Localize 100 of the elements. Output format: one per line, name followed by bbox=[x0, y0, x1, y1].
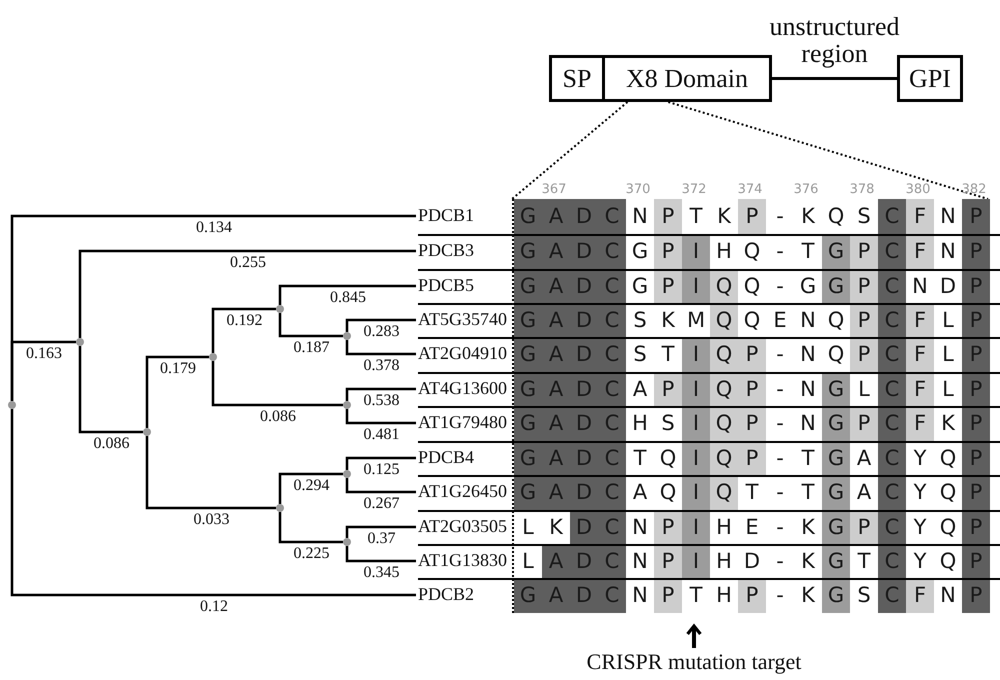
residue-cell: P bbox=[654, 578, 682, 613]
residue-cell: C bbox=[878, 544, 906, 579]
tree-branch bbox=[278, 284, 416, 305]
tree-branch bbox=[346, 546, 416, 562]
tree-branch bbox=[278, 313, 343, 338]
residue-cell: Q bbox=[710, 372, 738, 407]
tree-branch bbox=[346, 526, 416, 538]
residue-cell: G bbox=[514, 372, 542, 407]
branch-node-dot bbox=[343, 401, 351, 409]
residue-cell: C bbox=[878, 510, 906, 545]
tree-branch bbox=[10, 340, 76, 401]
residue-cell: D bbox=[570, 510, 598, 545]
residue-cell: G bbox=[514, 475, 542, 510]
zoom-guide-line bbox=[668, 101, 988, 200]
residue-cell: C bbox=[598, 199, 626, 234]
branch-length-label: 0.378 bbox=[362, 357, 400, 375]
residue-cell: P bbox=[962, 234, 990, 269]
position-number: 376 bbox=[792, 182, 820, 197]
residue-cell: D bbox=[570, 269, 598, 304]
arrow bbox=[686, 624, 702, 648]
residue-cell: P bbox=[962, 578, 990, 613]
tree-branch bbox=[212, 361, 343, 406]
branch-length-label: 0.345 bbox=[362, 564, 400, 582]
tree-branch bbox=[346, 456, 416, 470]
branch-length-label: 0.033 bbox=[192, 511, 230, 529]
residue-cell: D bbox=[570, 544, 598, 579]
residue-cell: P bbox=[654, 199, 682, 234]
residue-cell: P bbox=[962, 406, 990, 441]
branch-node-dot bbox=[276, 504, 284, 512]
residue-cell: G bbox=[822, 372, 850, 407]
branch-length-label: 0.192 bbox=[226, 312, 264, 330]
residue-cell: I bbox=[682, 372, 710, 407]
alignment-panel bbox=[512, 199, 988, 613]
residue-cell: G bbox=[822, 234, 850, 269]
position-number: 367 bbox=[540, 182, 568, 197]
residue-cell: G bbox=[822, 406, 850, 441]
residue-cell: P bbox=[962, 510, 990, 545]
branch-length-label: 0.086 bbox=[92, 435, 130, 453]
residue-cell: F bbox=[906, 199, 934, 234]
residue-cell: C bbox=[878, 234, 906, 269]
residue-cell: C bbox=[878, 475, 906, 510]
residue-cell: Q bbox=[710, 269, 738, 304]
tree-branch bbox=[346, 388, 416, 401]
residue-cell: A bbox=[542, 199, 570, 234]
residue-cell: G bbox=[514, 337, 542, 372]
residue-cell: P bbox=[850, 269, 878, 304]
tree-branch bbox=[78, 250, 416, 338]
position-number: 372 bbox=[680, 182, 708, 197]
residue-cell: A bbox=[542, 234, 570, 269]
residue-cell: I bbox=[682, 234, 710, 269]
residue-cell: P bbox=[738, 337, 766, 372]
branch-length-label: 0.283 bbox=[362, 323, 400, 341]
residue-cell: G bbox=[514, 199, 542, 234]
residue-cell: G bbox=[822, 578, 850, 613]
residue-cell: C bbox=[878, 269, 906, 304]
residue-cell: F bbox=[906, 578, 934, 613]
residue-cell: Q bbox=[710, 475, 738, 510]
residue-cell: P bbox=[850, 234, 878, 269]
branch-length-label: 0.294 bbox=[292, 477, 330, 495]
branch-length-label: 0.187 bbox=[292, 339, 330, 357]
branch-node-dot bbox=[343, 470, 351, 478]
residue-cell: D bbox=[570, 441, 598, 476]
residue-cell: A bbox=[542, 578, 570, 613]
tree-branch bbox=[146, 356, 209, 428]
zoom-guide-line bbox=[511, 101, 628, 200]
residue-cell: I bbox=[682, 406, 710, 441]
residue-cell: D bbox=[570, 372, 598, 407]
branch-length-label: 0.37 bbox=[366, 530, 396, 548]
residue-cell: C bbox=[598, 406, 626, 441]
branch-node-dot bbox=[343, 538, 351, 546]
residue-cell: C bbox=[878, 303, 906, 338]
residue-cell: P bbox=[962, 303, 990, 338]
branch-length-label: 0.255 bbox=[229, 254, 267, 272]
residue-cell: D bbox=[570, 406, 598, 441]
branch-node-dot bbox=[276, 305, 284, 313]
residue-cell: G bbox=[514, 303, 542, 338]
residue-cell: C bbox=[878, 441, 906, 476]
tree-branch bbox=[346, 478, 416, 494]
residue-cell: A bbox=[542, 337, 570, 372]
residue-cell: P bbox=[738, 406, 766, 441]
branch-node-dot bbox=[76, 338, 84, 346]
tree-branch bbox=[346, 318, 416, 332]
residue-cell: G bbox=[514, 234, 542, 269]
branch-length-label: 0.12 bbox=[199, 598, 229, 616]
residue-cell: C bbox=[598, 475, 626, 510]
branch-length-label: 0.163 bbox=[25, 345, 63, 363]
branch-node-dot bbox=[8, 401, 16, 409]
residue-cell: C bbox=[598, 510, 626, 545]
residue-cell: F bbox=[906, 406, 934, 441]
residue-cell: C bbox=[878, 406, 906, 441]
position-number: 370 bbox=[624, 182, 652, 197]
residue-cell: P bbox=[962, 269, 990, 304]
residue-cell: F bbox=[906, 372, 934, 407]
domain-box: X8 Domain bbox=[602, 55, 772, 102]
residue-cell: P bbox=[962, 544, 990, 579]
residue-cell: P bbox=[850, 406, 878, 441]
residue-cell: G bbox=[822, 269, 850, 304]
residue-cell: C bbox=[598, 544, 626, 579]
residue-cell: G bbox=[822, 510, 850, 545]
residue-cell: P bbox=[738, 372, 766, 407]
